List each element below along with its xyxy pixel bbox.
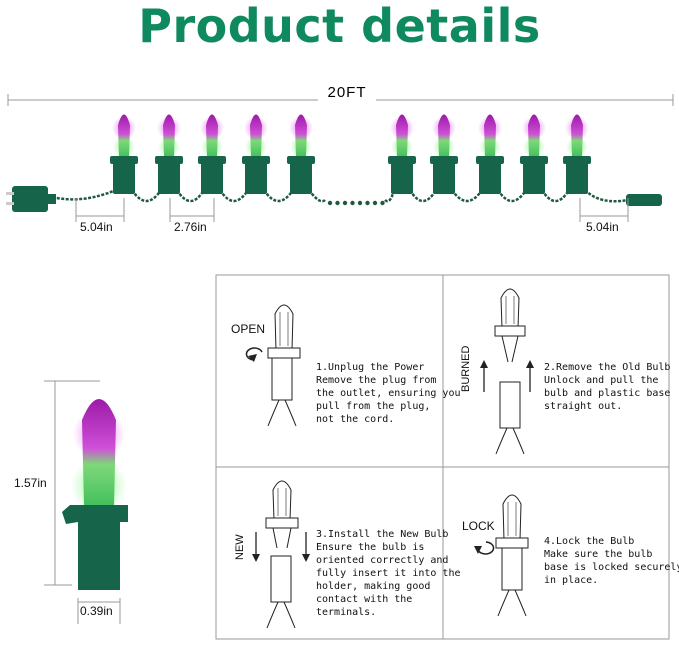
step1-tag: OPEN: [231, 322, 266, 336]
left-lead-length-label: 5.04in: [80, 220, 113, 234]
closeup-bulb: [82, 399, 116, 508]
socket-lip: [198, 156, 226, 164]
closeup-socket: [62, 505, 128, 590]
lock-arrowhead: [474, 546, 482, 554]
step3-tag: NEW: [234, 534, 246, 560]
mini-bulb: [206, 114, 218, 158]
socket-lip: [155, 156, 183, 164]
mini-bulb: [571, 114, 583, 158]
page-title: Product details: [138, 0, 541, 53]
step2-text: 2.Remove the Old Bulb Unlock and pull th…: [544, 362, 671, 412]
socket-lip: [476, 156, 504, 164]
bulb-outline: [502, 494, 522, 541]
pull-arrowhead: [526, 360, 534, 368]
socket-lip: [563, 156, 591, 164]
mini-bulb: [484, 114, 496, 158]
wire-leads: [266, 601, 296, 629]
bulb-socket: [391, 156, 413, 194]
plug-prong: [6, 202, 14, 205]
continuation-dot: [372, 200, 378, 206]
light-string-diagram: [6, 94, 674, 222]
socket-lip: [520, 156, 548, 164]
bulb-socket: [158, 156, 180, 194]
base-collar: [494, 325, 526, 337]
end-connector: [626, 194, 662, 206]
mini-bulb: [250, 114, 262, 158]
socket-lip: [242, 156, 270, 164]
bulb-spacing-label: 2.76in: [174, 220, 207, 234]
socket-outline: [499, 381, 521, 429]
wire-leads: [267, 399, 297, 427]
bulb-outline: [500, 288, 520, 329]
bulb-outline: [272, 480, 292, 521]
socket-lip: [430, 156, 458, 164]
total-length-label: 20FT: [318, 84, 376, 101]
bulb-outline: [274, 304, 294, 351]
socket-lip: [388, 156, 416, 164]
step4-text: 4.Lock the Bulb Make sure the bulb base …: [544, 536, 679, 586]
continuation-dot: [342, 200, 348, 206]
mini-bulb: [295, 114, 307, 158]
step1-text: 1.Unplug the Power Remove the plug from …: [316, 362, 461, 425]
mini-bulb: [438, 114, 450, 158]
rotate-arrow: [245, 347, 263, 361]
base-collar: [495, 537, 529, 549]
mini-bulb: [528, 114, 540, 158]
wire-leads: [495, 427, 525, 455]
plug-prong: [6, 192, 14, 195]
pull-arrowhead: [480, 360, 488, 368]
bulb-socket: [566, 156, 588, 194]
insert-arrowhead: [252, 554, 260, 562]
bulb-socket: [245, 156, 267, 194]
step2-tag: BURNED: [460, 345, 472, 392]
insert-arrowhead: [302, 554, 310, 562]
bulb-socket: [479, 156, 501, 194]
continuation-dot: [335, 200, 340, 206]
socket-lip: [287, 156, 315, 164]
right-lead-length-label: 5.04in: [586, 220, 619, 234]
continuation-dot: [380, 200, 385, 206]
continuation-dot: [327, 200, 333, 206]
bulb-socket: [523, 156, 545, 194]
step3-text: 3.Install the New Bulb Ensure the bulb i…: [316, 529, 461, 618]
continuation-dot: [365, 200, 370, 206]
mini-bulb: [118, 114, 130, 158]
base-legs: [272, 527, 292, 549]
wire-leads: [497, 589, 527, 617]
plug-neck: [46, 194, 56, 204]
bulb-socket: [113, 156, 135, 194]
socket-outline: [271, 357, 293, 401]
mini-bulb: [396, 114, 408, 158]
base-width-label: 0.39in: [80, 604, 113, 618]
socket-outline: [501, 547, 523, 591]
bulb-socket: [290, 156, 312, 194]
plug: [12, 186, 48, 212]
base-collar: [265, 517, 299, 529]
socket-lip: [110, 156, 138, 164]
bulb-height-label: 1.57in: [14, 476, 47, 490]
continuation-dot: [357, 200, 363, 206]
lock-arrow: [477, 541, 495, 555]
bulb-socket: [433, 156, 455, 194]
continuation-dot: [350, 200, 355, 206]
mini-bulb: [163, 114, 175, 158]
wire: [47, 188, 295, 203]
bulb-socket: [201, 156, 223, 194]
base-collar: [267, 347, 301, 359]
step4-tag: LOCK: [462, 519, 495, 533]
wire: [384, 189, 629, 203]
socket-outline: [270, 555, 292, 603]
base-legs: [501, 335, 519, 363]
rotate-arrowhead: [248, 354, 257, 362]
